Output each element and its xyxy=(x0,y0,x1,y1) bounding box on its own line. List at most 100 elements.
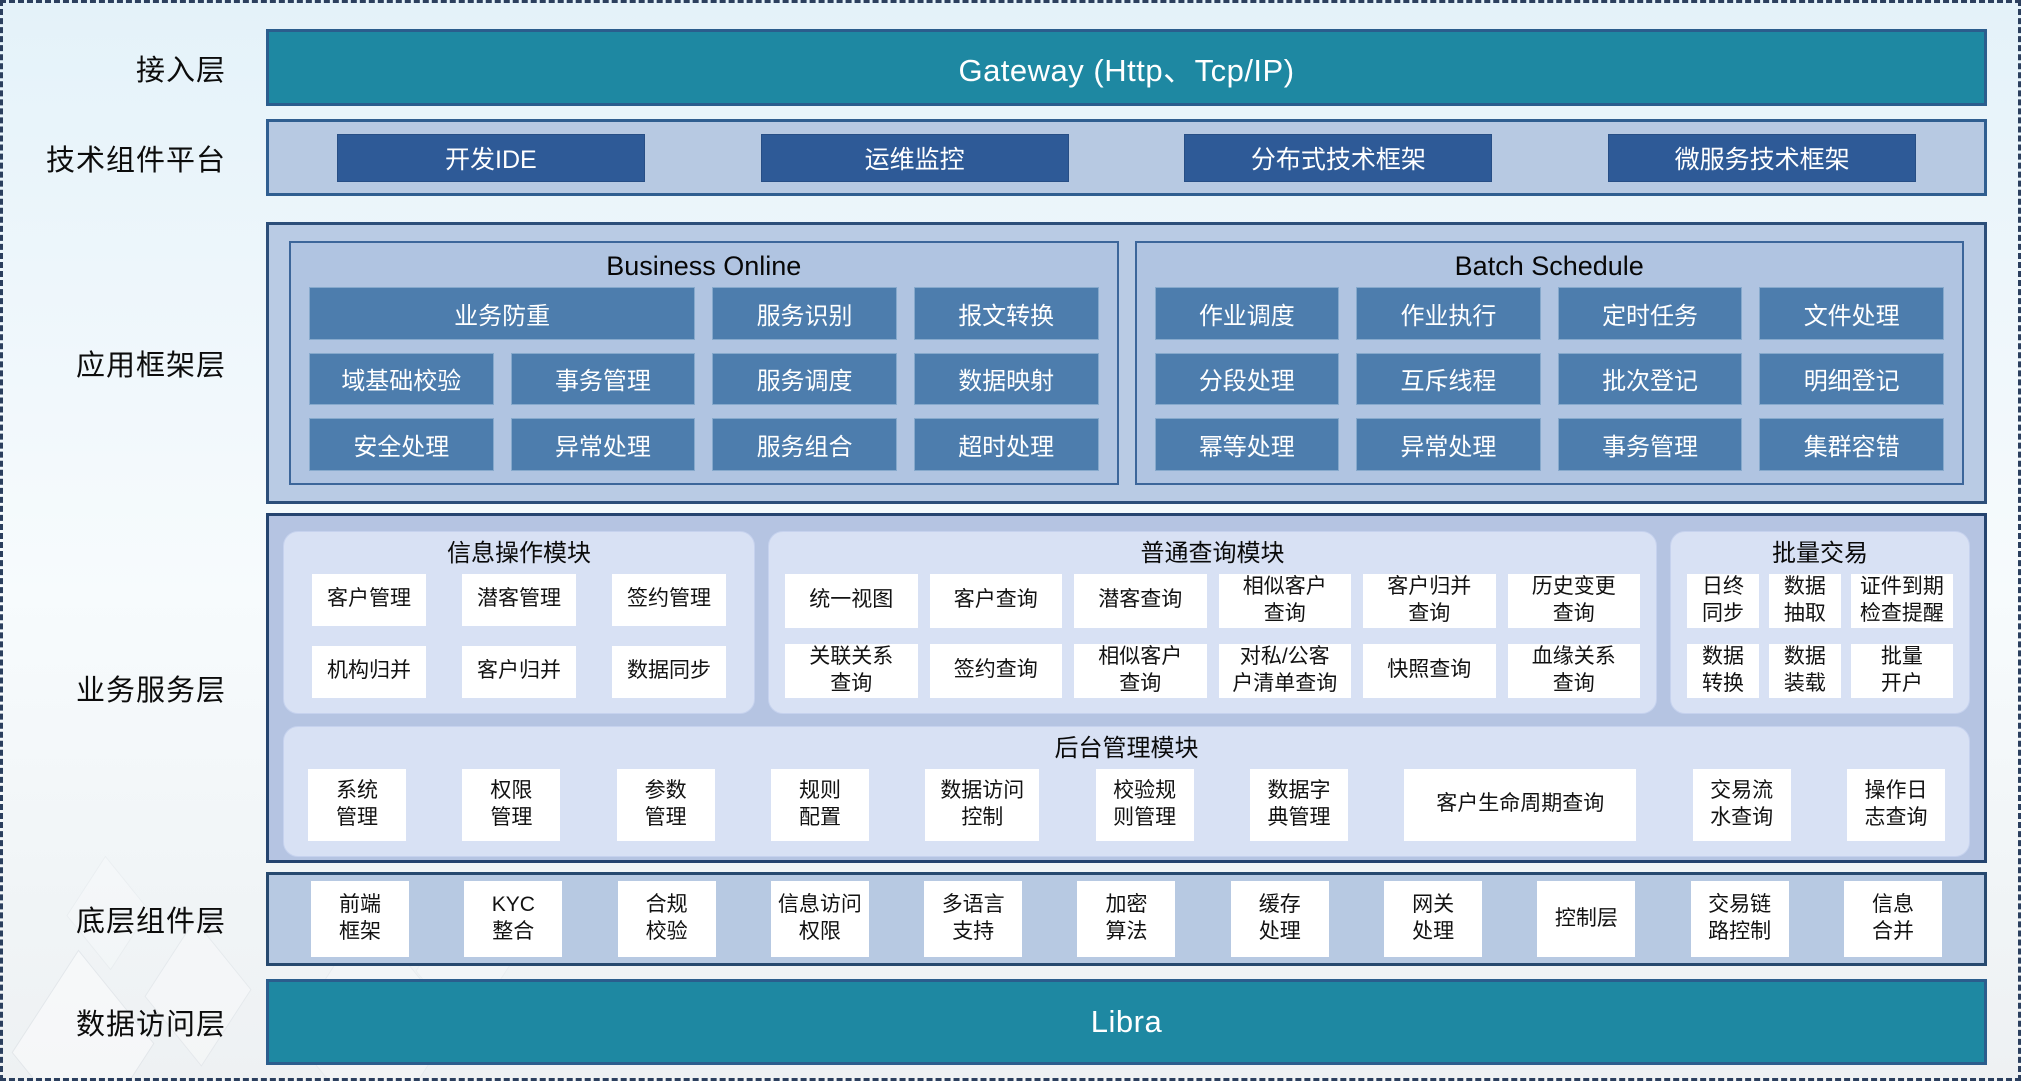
base-item: 加密 算法 xyxy=(1077,881,1176,957)
layer-label-tech-platform: 技术组件平台 xyxy=(45,144,226,177)
query-item: 客户查询 xyxy=(929,574,1062,628)
bo-item: 数据映射 xyxy=(913,352,1099,406)
batch-schedule-grid: 作业调度 作业执行 定时任务 文件处理 分段处理 互斥线程 批次登记 明细登记 … xyxy=(1154,287,1944,471)
layer-label-data-access: 数据访问层 xyxy=(75,1009,226,1041)
tech-item-distributed-framework: 分布式技术框架 xyxy=(1184,133,1493,182)
bo-item: 事务管理 xyxy=(510,352,696,406)
bo-item: 超时处理 xyxy=(913,418,1099,471)
bo-item: 异常处理 xyxy=(510,418,696,471)
admin-item: 数据访问 控制 xyxy=(925,768,1040,841)
bs-item: 文件处理 xyxy=(1759,287,1944,340)
base-item: 信息访问 权限 xyxy=(770,881,869,957)
tech-item-dev-ide: 开发IDE xyxy=(336,133,645,182)
base-item: 多语言 支持 xyxy=(924,881,1023,957)
query-item: 关联关系 查询 xyxy=(785,643,918,698)
bo-item: 域基础校验 xyxy=(309,352,494,406)
query-item: 签约查询 xyxy=(929,643,1062,698)
business-online-grid: 业务防重 服务识别 报文转换 域基础校验 事务管理 服务调度 数据映射 安全处理… xyxy=(309,287,1099,471)
admin-item: 系统 管理 xyxy=(308,768,406,841)
query-item: 潜客查询 xyxy=(1074,574,1207,628)
bo-item: 服务组合 xyxy=(712,418,897,471)
base-item: 网关 处理 xyxy=(1384,881,1483,957)
layer-label-base-components: 底层组件层 xyxy=(75,906,226,938)
base-item: 前端 框架 xyxy=(311,881,409,957)
admin-item: 数据字 典管理 xyxy=(1249,768,1348,841)
general-query-module: 普通查询模块 统一视图 客户查询 潜客查询 相似客户 查询 客户归并 查询 历史… xyxy=(768,531,1657,714)
business-online-title: Business Online xyxy=(606,251,802,281)
batch-schedule-panel: Batch Schedule 作业调度 作业执行 定时任务 文件处理 分段处理 … xyxy=(1134,241,1964,485)
bo-item: 服务识别 xyxy=(712,287,897,340)
base-item: 缓存 处理 xyxy=(1230,881,1329,957)
business-service-row: 业务服务层 信息操作模块 客户管理 潜客管理 签约管理 机构归并 客户归并 数据… xyxy=(3,513,1987,863)
batch-item: 数据 转换 xyxy=(1687,643,1759,698)
batch-transaction-module: 批量交易 日终 同步 数据 抽取 证件到期 检查提醒 数据 转换 数据 装载 批… xyxy=(1670,531,1970,714)
admin-item: 操作日 志查询 xyxy=(1846,768,1945,841)
admin-item: 参数 管理 xyxy=(616,768,715,841)
bs-item: 批次登记 xyxy=(1557,352,1743,406)
admin-item: 校验规 则管理 xyxy=(1095,768,1194,841)
batch-transaction-grid: 日终 同步 数据 抽取 证件到期 检查提醒 数据 转换 数据 装载 批量 开户 xyxy=(1687,574,1953,698)
query-item: 相似客户 查询 xyxy=(1218,574,1351,628)
info-item: 客户归并 xyxy=(462,645,576,698)
admin-item: 规则 配置 xyxy=(770,768,869,841)
bs-item: 明细登记 xyxy=(1759,352,1944,406)
bs-item: 作业执行 xyxy=(1356,287,1541,340)
tech-platform-row: 技术组件平台 开发IDE 运维监控 分布式技术框架 微服务技术框架 xyxy=(3,119,1987,196)
admin-module-grid: 系统 管理 权限 管理 参数 管理 规则 配置 数据访问 控制 校验规 则管理 … xyxy=(300,768,1953,841)
info-operation-grid: 客户管理 潜客管理 签约管理 机构归并 客户归并 数据同步 xyxy=(300,574,738,698)
query-item: 快照查询 xyxy=(1363,643,1496,698)
info-item: 数据同步 xyxy=(612,645,726,698)
batch-schedule-title: Batch Schedule xyxy=(1454,251,1644,281)
admin-module: 后台管理模块 系统 管理 权限 管理 参数 管理 规则 配置 数据访问 控制 校… xyxy=(283,725,1970,857)
bo-item: 服务调度 xyxy=(712,352,897,406)
query-item: 客户归并 查询 xyxy=(1363,574,1496,628)
batch-item: 批量 开户 xyxy=(1850,643,1953,698)
base-item: 合规 校验 xyxy=(617,881,716,957)
business-service-top: 信息操作模块 客户管理 潜客管理 签约管理 机构归并 客户归并 数据同步 普通查… xyxy=(283,531,1970,714)
info-operation-title: 信息操作模块 xyxy=(447,540,591,567)
info-item: 机构归并 xyxy=(312,645,426,698)
info-item: 潜客管理 xyxy=(462,574,576,626)
base-item: KYC 整合 xyxy=(464,881,563,957)
admin-item: 客户生命周期查询 xyxy=(1404,768,1637,841)
admin-item: 交易流 水查询 xyxy=(1692,768,1791,841)
layer-label-app-framework: 应用框架层 xyxy=(75,350,226,382)
tech-platform-container: 开发IDE 运维监控 分布式技术框架 微服务技术框架 xyxy=(266,119,1987,196)
bs-item: 异常处理 xyxy=(1356,418,1541,471)
base-components-container: 前端 框架 KYC 整合 合规 校验 信息访问 权限 多语言 支持 加密 算法 … xyxy=(266,872,1987,966)
base-item: 控制层 xyxy=(1537,881,1636,957)
query-item: 相似客户 查询 xyxy=(1074,643,1207,698)
app-framework-row: 应用框架层 Business Online 业务防重 服务识别 报文转换 域基础… xyxy=(3,222,1987,504)
info-item: 签约管理 xyxy=(612,574,726,626)
admin-module-title: 后台管理模块 xyxy=(1054,734,1199,762)
batch-transaction-title: 批量交易 xyxy=(1772,540,1868,567)
app-framework-container: Business Online 业务防重 服务识别 报文转换 域基础校验 事务管… xyxy=(266,222,1987,504)
info-operation-module: 信息操作模块 客户管理 潜客管理 签约管理 机构归并 客户归并 数据同步 xyxy=(283,531,755,714)
layer-label-access: 接入层 xyxy=(135,54,226,87)
business-service-container: 信息操作模块 客户管理 潜客管理 签约管理 机构归并 客户归并 数据同步 普通查… xyxy=(266,513,1987,863)
bs-item: 互斥线程 xyxy=(1356,352,1541,406)
bs-item: 分段处理 xyxy=(1154,352,1340,406)
business-online-panel: Business Online 业务防重 服务识别 报文转换 域基础校验 事务管… xyxy=(289,241,1119,485)
bs-item: 集群容错 xyxy=(1759,418,1944,471)
bo-item: 安全处理 xyxy=(309,418,494,471)
data-access-row: 数据访问层 Libra xyxy=(3,979,1987,1065)
base-item: 信息 合并 xyxy=(1843,881,1942,957)
batch-item: 数据 装载 xyxy=(1768,643,1841,698)
tech-item-microservice-framework: 微服务技术框架 xyxy=(1608,133,1917,182)
query-item: 统一视图 xyxy=(785,574,918,628)
batch-item: 日终 同步 xyxy=(1687,574,1759,628)
bo-item: 业务防重 xyxy=(309,287,696,340)
base-components-row: 底层组件层 前端 框架 KYC 整合 合规 校验 信息访问 权限 多语言 支持 … xyxy=(3,872,1987,966)
admin-item: 权限 管理 xyxy=(462,768,561,841)
batch-item: 数据 抽取 xyxy=(1768,574,1841,628)
base-item: 交易链 路控制 xyxy=(1690,881,1789,957)
layer-label-business-service: 业务服务层 xyxy=(75,675,226,707)
general-query-grid: 统一视图 客户查询 潜客查询 相似客户 查询 客户归并 查询 历史变更 查询 关… xyxy=(785,574,1640,698)
bo-item: 报文转换 xyxy=(913,287,1099,340)
info-item: 客户管理 xyxy=(312,574,426,626)
bs-item: 幂等处理 xyxy=(1154,418,1340,471)
tech-item-ops-monitoring: 运维监控 xyxy=(760,133,1069,182)
query-item: 对私/公客 户清单查询 xyxy=(1218,643,1351,698)
